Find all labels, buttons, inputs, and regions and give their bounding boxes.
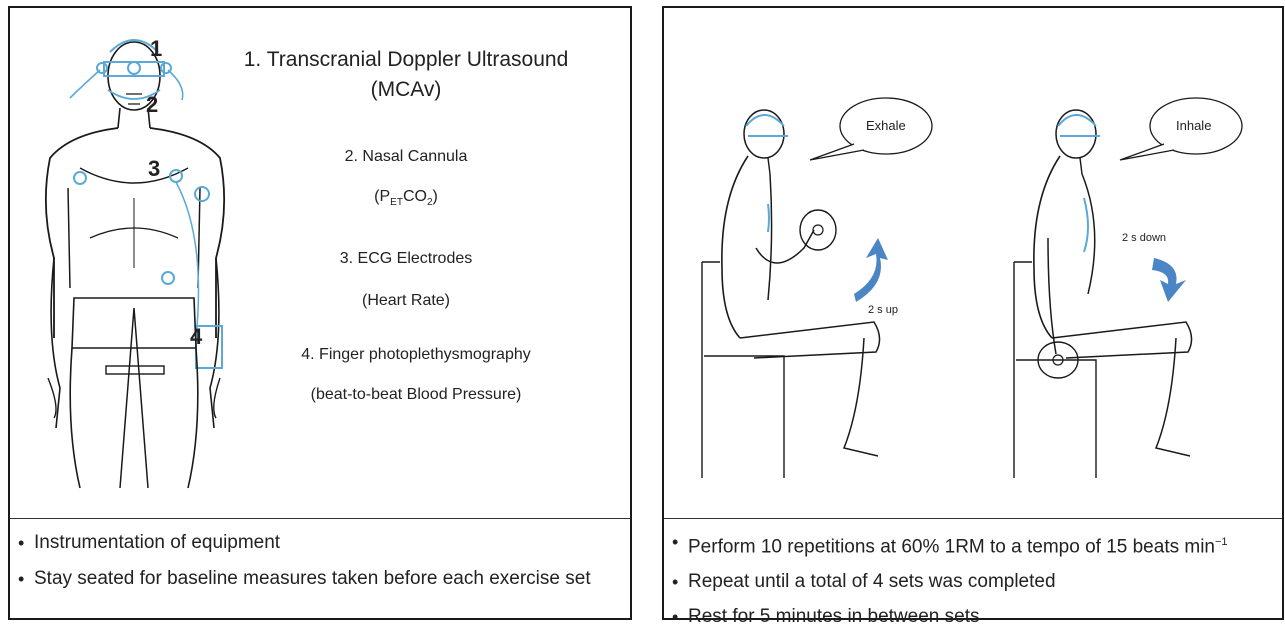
item-3-subtitle: (Heart Rate) [226,292,586,310]
marker-2: 2 [146,92,158,118]
bullet-item: Stay seated for baseline measures taken … [12,567,624,591]
marker-3: 3 [148,156,160,182]
item-1-title: 1. Transcranial Doppler Ultrasound [226,46,586,74]
item-4-title: 4. Finger photoplethysmography [226,346,606,364]
marker-1: 1 [150,36,162,62]
item-2-title: 2. Nasal Cannula [226,148,586,166]
item-3-title: 3. ECG Electrodes [226,250,586,268]
instrumentation-figure: 1 2 3 4 1. Transcranial Doppler Ultrasou… [10,8,630,516]
arrow-down-label: 2 s down [1122,232,1166,244]
marker-4: 4 [190,324,202,350]
bullet-item: Rest for 5 minutes in between sets [666,605,1285,629]
exercise-panel: Exhale Inhale 2 s up 2 s down Perform 10… [662,6,1284,620]
bullet-item: Perform 10 repetitions at 60% 1RM to a t… [666,530,1285,559]
exhale-bubble-text: Exhale [866,118,906,133]
bullet-item: Repeat until a total of 4 sets was compl… [666,570,1285,594]
bullet-item: Instrumentation of equipment [12,531,612,555]
bicep-curl-illustration [664,8,1282,516]
instrumentation-panel: 1 2 3 4 1. Transcranial Doppler Ultrasou… [8,6,632,620]
item-4-subtitle: (beat-to-beat Blood Pressure) [226,386,606,404]
exercise-caption: Perform 10 repetitions at 60% 1RM to a t… [664,518,1282,618]
item-2-subtitle: (PETCO2) [226,188,586,208]
arrow-up-label: 2 s up [868,304,898,316]
item-1-subtitle: (MCAv) [226,76,586,104]
instrumentation-caption: Instrumentation of equipment Stay seated… [10,518,630,618]
inhale-bubble-text: Inhale [1176,118,1211,133]
exercise-figure: Exhale Inhale 2 s up 2 s down [664,8,1282,516]
